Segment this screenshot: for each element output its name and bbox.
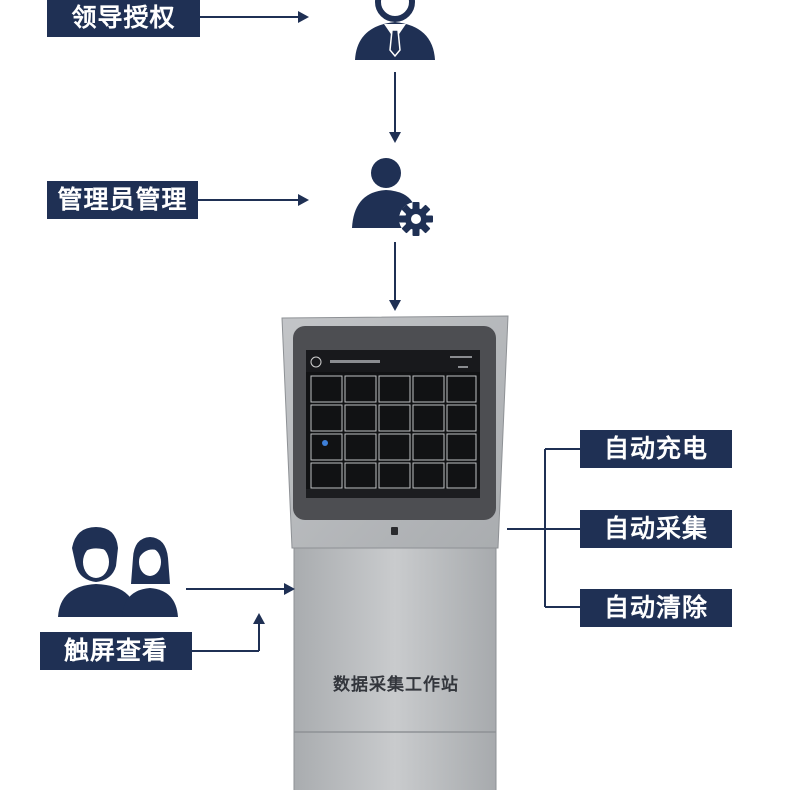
- kiosk: [281, 315, 509, 790]
- arrow-leader-label: [200, 11, 309, 23]
- admin-management-label: 管理员管理: [47, 181, 198, 219]
- arrow-users-to-kiosk: [186, 583, 295, 595]
- function-bracket: [507, 448, 580, 608]
- leader-authorization-label: 领导授权: [47, 0, 200, 37]
- auto-clear-label: 自动清除: [580, 589, 732, 627]
- auto-collect-label: 自动采集: [580, 510, 732, 548]
- arrow-admin-label: [198, 194, 309, 206]
- auto-charge-label: 自动充电: [580, 430, 732, 468]
- touch-view-label: 触屏查看: [40, 632, 192, 670]
- admin-gear-icon: [352, 158, 433, 236]
- kiosk-name: 数据采集工作站: [333, 675, 459, 695]
- arrow-leader-to-admin: [389, 72, 401, 143]
- leader-icon: [355, 0, 435, 60]
- users-icon: [58, 527, 178, 617]
- arrow-touch-label: [192, 613, 265, 652]
- arrow-admin-to-kiosk: [389, 242, 401, 311]
- kiosk-screen: [306, 350, 480, 498]
